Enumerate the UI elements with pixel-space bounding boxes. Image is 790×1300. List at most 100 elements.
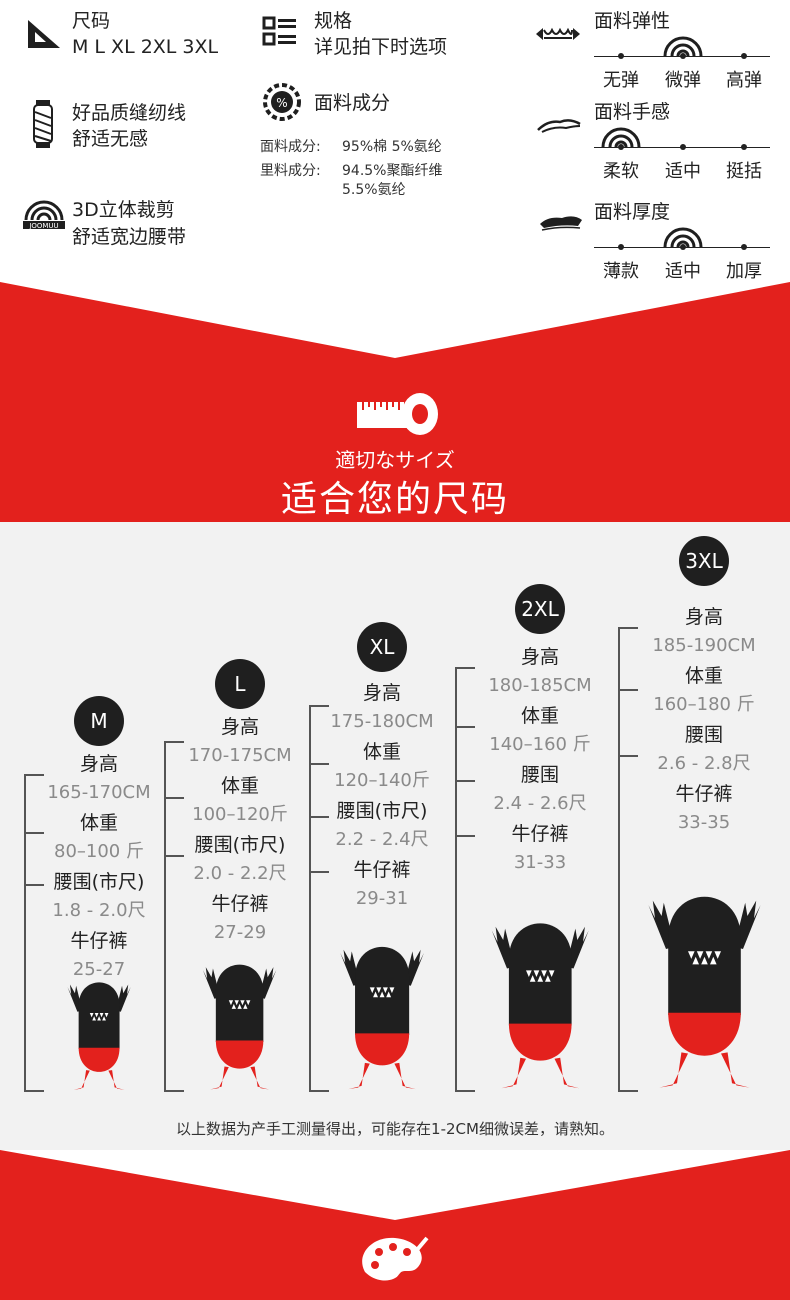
size-specs: 身高 180-185CM 体重 140–160 斤腰围 2.4 - 2.6尺牛仔裤 31-… (465, 648, 615, 884)
size-waist: 2.6 - 2.8尺 (657, 753, 751, 774)
thread-line2: 舒适无感 (72, 128, 149, 150)
scale-dot (680, 244, 686, 250)
cut-line2: 舒适宽边腰带 (72, 226, 187, 248)
svg-text:%: % (276, 96, 287, 110)
size-height: 180-185CM (488, 675, 592, 696)
size-jeans-label: 牛仔裤 (211, 893, 269, 915)
ruler-tick (455, 1090, 475, 1092)
scale-dot (618, 53, 624, 59)
size-waist-label: 腰围(市尺) (194, 834, 286, 856)
ruler-tick (618, 1090, 638, 1092)
thickness-icon (540, 216, 582, 231)
ruler-tick (164, 741, 184, 743)
banner-subtitle: 適切なサイズ (335, 448, 455, 472)
hand-feel-icon (537, 119, 581, 133)
size-ruler (309, 705, 311, 1090)
size-height: 170-175CM (188, 745, 292, 766)
scale-dot (741, 144, 747, 150)
banner-title: 适合您的尺码 (280, 479, 509, 520)
thread-spool-icon (33, 100, 53, 148)
scale-title: 面料手感 (594, 101, 671, 123)
size-ruler (24, 774, 26, 1090)
size-height-label: 身高 (79, 753, 118, 775)
size-height-label: 身高 (362, 682, 401, 704)
size-ruler (455, 667, 457, 1090)
size-jeans: 27-29 (213, 922, 267, 943)
ruler-tick (455, 835, 475, 837)
size-height: 185-190CM (652, 635, 756, 656)
size-height: 165-170CM (47, 782, 151, 803)
size-badge: XL (357, 622, 407, 672)
cut-line1: 3D立体裁剪 (72, 199, 175, 221)
size-jeans-label: 牛仔裤 (511, 823, 569, 845)
size-weight-label: 体重 (520, 705, 559, 727)
ruler-tick (618, 755, 638, 757)
footnote: 以上数据为产手工测量得出，可能存在1-2CM细微误差，请熟知。 (176, 1120, 614, 1138)
bottom-banner (0, 1150, 790, 1300)
ruler-tick (309, 816, 329, 818)
ruler-tick (455, 780, 475, 782)
size-jeans: 31-33 (513, 852, 567, 873)
ruler-tick (309, 763, 329, 765)
palette-icon (362, 1236, 429, 1281)
size-waist-label: 腰围(市尺) (53, 871, 145, 893)
size-badge: L (215, 659, 265, 709)
size-weight: 140–160 斤 (489, 734, 591, 755)
ruler-tick (24, 774, 44, 776)
scale-dot (680, 144, 686, 150)
size-waist-label: 腰围 (520, 764, 559, 786)
size-weight-label: 体重 (220, 775, 259, 797)
spec-value: 详见拍下时选项 (314, 36, 448, 58)
scale-title: 面料厚度 (594, 201, 671, 223)
size-height-label: 身高 (520, 646, 559, 668)
size-ruler (618, 627, 620, 1090)
scale-selected-arc (601, 127, 641, 147)
ruler-tick (618, 689, 638, 691)
lining-label: 里料成分: (260, 163, 321, 179)
scale-level-label: 高弹 (726, 70, 762, 91)
scale-dot (680, 53, 686, 59)
mascot-icon (67, 981, 131, 1090)
size-jeans: 25-27 (72, 959, 126, 980)
scale-level-label: 微弹 (665, 70, 701, 91)
scale-dot (741, 53, 747, 59)
ruler-tick (309, 871, 329, 873)
ruler-tick (309, 1090, 329, 1092)
size-weight: 160–180 斤 (653, 694, 755, 715)
scale-dot (618, 244, 624, 250)
size-ruler (164, 741, 166, 1090)
outer-label: 面料成分: (260, 139, 321, 155)
size-weight-label: 体重 (362, 741, 401, 763)
lining-value2: 5.5%氨纶 (342, 182, 406, 198)
size-badge: M (74, 696, 124, 746)
ruler-tick (24, 884, 44, 886)
size-waist: 2.4 - 2.6尺 (493, 793, 587, 814)
size-weight-label: 体重 (79, 812, 118, 834)
size-value: M L XL 2XL 3XL (72, 36, 219, 58)
scale-level-label: 薄款 (603, 261, 639, 282)
composition-label: 面料成分 (314, 92, 391, 114)
size-weight: 120–140斤 (334, 770, 430, 791)
thread-line1: 好品质缝纫线 (72, 102, 187, 124)
ruler-tick (164, 855, 184, 857)
ruler-tick (309, 705, 329, 707)
size-height: 175-180CM (330, 711, 434, 732)
svg-text:JOOMUU: JOOMUU (28, 222, 58, 230)
scale-level-label: 无弹 (603, 70, 639, 91)
ruler-tick (164, 797, 184, 799)
size-height-label: 身高 (220, 716, 259, 738)
scale-title: 面料弹性 (594, 10, 671, 32)
size-badge: 2XL (515, 584, 565, 634)
ruler-tick (24, 1090, 44, 1092)
mascot-icon (340, 946, 424, 1089)
ruler-tick (455, 726, 475, 728)
tape-measure-icon (357, 393, 438, 435)
size-jeans: 33-35 (677, 812, 731, 833)
scale-dot (618, 144, 624, 150)
stretch-icon (536, 27, 580, 40)
size-waist: 2.0 - 2.2尺 (193, 863, 287, 884)
size-jeans-label: 牛仔裤 (70, 930, 128, 952)
spec-list-icon (262, 16, 296, 46)
